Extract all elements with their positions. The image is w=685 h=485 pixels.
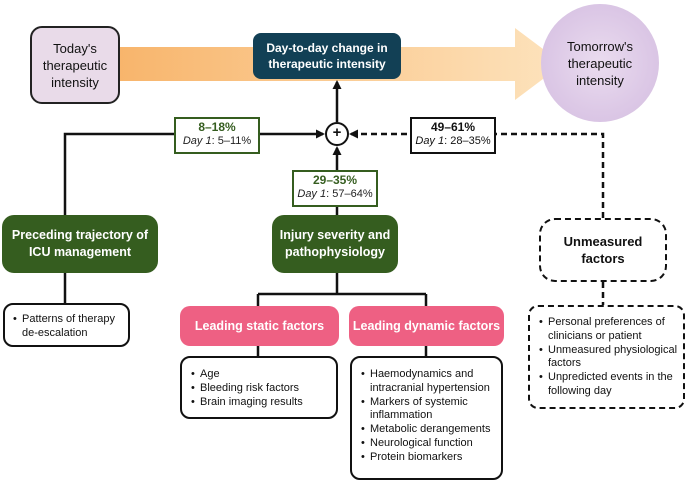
tomorrow-intensity-circle: Tomorrow's therapeutic intensity [541,4,659,122]
list-item: Age [190,368,330,382]
injury-severity-label: Injury severity and pathophysiology [279,228,391,259]
list-item: Unpredicted events in the following day [538,371,679,399]
unmeasured-factors-box: Unmeasured factors [539,218,667,282]
leading-static-label: Leading static factors [194,319,325,333]
dynamic-factors-list: Haemodynamics and intracranial hypertens… [350,356,503,480]
unmeasured-day1-value: : 28–35% [444,135,491,147]
list-item: Brain imaging results [190,396,330,410]
plus-up-arrowhead [332,80,342,89]
preceding-factors-list: Patterns of therapy de-escalation [3,303,130,347]
list-item: Neurological function [360,437,497,451]
unmeasured-percentage-badge: 49–61% Day 1: 28–35% [410,117,496,154]
injury-percentage-badge: 29–35% Day 1: 57–64% [292,170,378,207]
day-change-label: Day-to-day change in therapeutic intensi… [266,41,388,71]
injury-arrowhead [332,146,342,155]
list-item: Haemodynamics and intracranial hypertens… [360,368,497,396]
unmeasured-factors-list: Personal preferences of clinicians or pa… [528,305,685,409]
list-item: Patterns of therapy de-escalation [12,313,122,341]
preceding-day1-value: : 5–11% [211,135,252,147]
preceding-trajectory-box: Preceding trajectory of ICU management [2,215,158,273]
unmeasured-day1-label: Day 1 [415,135,445,147]
tomorrow-intensity-label: Tomorrow's therapeutic intensity [566,38,634,88]
injury-severity-box: Injury severity and pathophysiology [272,215,398,273]
list-item: Bleeding risk factors [190,382,330,396]
today-intensity-box: Today's therapeutic intensity [30,26,120,104]
leading-dynamic-label: Leading dynamic factors [352,319,501,333]
static-factors-list: Age Bleeding risk factors Brain imaging … [180,356,338,419]
leading-static-box: Leading static factors [180,306,339,346]
preceding-percentage: 8–18% [198,120,236,134]
factor-list-connectors [256,346,428,356]
leading-dynamic-box: Leading dynamic factors [349,306,504,346]
list-item: Markers of systemic inflammation [360,396,497,424]
injury-day1-label: Day 1 [297,188,327,200]
plus-junction-icon: + [325,122,349,146]
unmeasured-factors-label: Unmeasured factors [563,234,643,266]
preceding-trajectory-label: Preceding trajectory of ICU management [11,228,149,259]
injury-percentage: 29–35% [312,173,358,187]
plus-symbol: + [332,124,342,141]
list-item: Metabolic derangements [360,423,497,437]
list-item: Unmeasured physiological factors [538,344,679,372]
list-item: Protein biomarkers [360,451,497,465]
unmeasured-arrowhead [349,129,358,139]
unmeasured-percentage: 49–61% [430,120,476,134]
injury-split-connector [256,273,428,306]
preceding-percentage-badge: 8–18% Day 1: 5–11% [174,117,260,154]
list-item: Personal preferences of clinicians or pa… [538,316,679,344]
day-change-box: Day-to-day change in therapeutic intensi… [253,33,401,79]
injury-day1-value: : 57–64% [326,188,373,200]
today-intensity-label: Today's therapeutic intensity [42,40,108,90]
preceding-arrowhead [316,129,325,139]
preceding-day1-label: Day 1 [182,135,212,147]
